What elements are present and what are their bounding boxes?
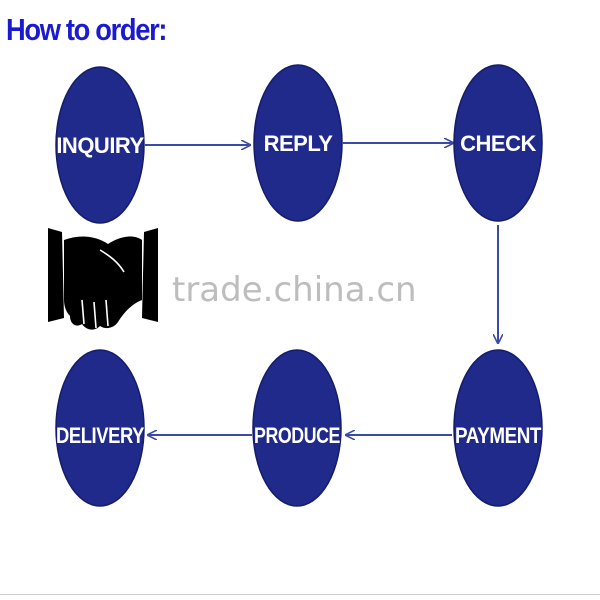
step-inquiry-label: INQUIRY (56, 133, 144, 158)
watermark-text: trade.china.cn (172, 270, 417, 310)
step-check: CHECK (453, 64, 543, 222)
step-payment-circle (453, 349, 543, 507)
step-produce-label: PRODUCE (254, 423, 340, 448)
handshake-icon (48, 228, 158, 330)
step-payment-label: PAYMENT (455, 423, 542, 448)
step-reply-circle (253, 64, 343, 222)
page-title: How to order: (6, 12, 167, 47)
step-delivery-label: DELIVERY (56, 423, 145, 448)
step-payment: PAYMENT (453, 349, 543, 507)
step-check-label: CHECK (460, 131, 536, 156)
step-reply-label: REPLY (264, 131, 334, 156)
step-delivery: DELIVERY (55, 349, 145, 507)
step-inquiry: INQUIRY (55, 66, 145, 224)
step-produce: PRODUCE (252, 349, 342, 507)
bottom-divider (0, 594, 600, 595)
step-check-circle (453, 64, 543, 222)
step-produce-circle (252, 349, 342, 507)
step-reply: REPLY (253, 64, 343, 222)
step-delivery-circle (55, 349, 145, 507)
step-inquiry-circle (55, 66, 145, 224)
